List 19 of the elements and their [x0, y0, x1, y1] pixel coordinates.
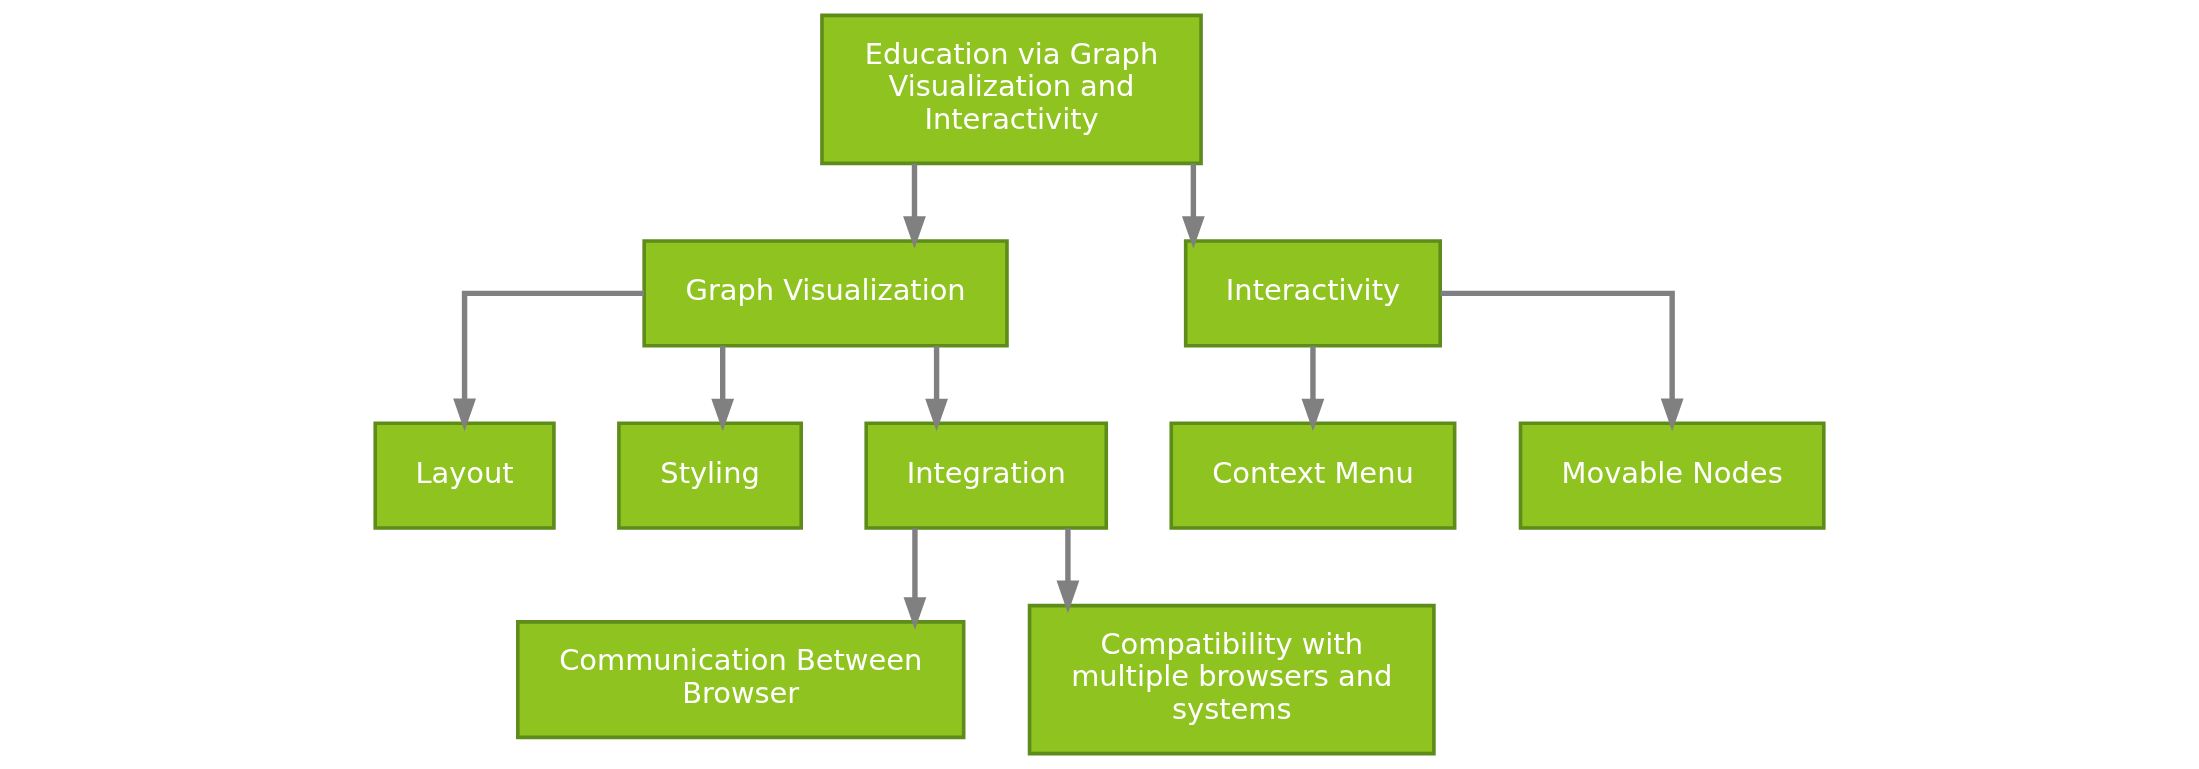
arrow: [453, 290, 644, 432]
node-box: Graph Visualization: [642, 239, 1009, 348]
node-box: Movable Nodes: [1518, 421, 1826, 530]
arrow: [925, 346, 948, 432]
node-box: Context Menu: [1169, 421, 1457, 530]
node-box: Education via Graph Visualization and Interactivity: [820, 13, 1203, 166]
node-box: Integration: [864, 421, 1109, 530]
arrow: [903, 163, 926, 249]
arrow: [1181, 163, 1205, 249]
node-box: Compatibility with multiple browsers and systems: [1027, 603, 1436, 756]
node-box: Layout: [373, 421, 556, 530]
node-box: Communication Between Browser: [516, 620, 966, 740]
arrow: [903, 528, 927, 630]
arrow: [1440, 290, 1684, 432]
arrow: [1301, 346, 1325, 432]
arrow: [711, 346, 735, 432]
node-box: Interactivity: [1183, 239, 1442, 348]
arrow: [1056, 528, 1080, 614]
node-box: Styling: [617, 421, 803, 530]
